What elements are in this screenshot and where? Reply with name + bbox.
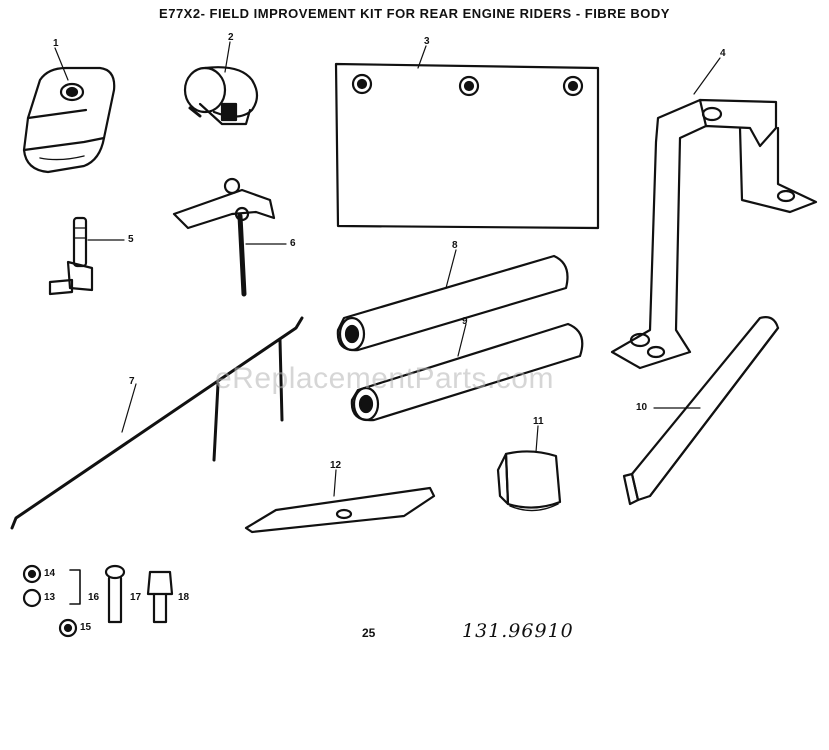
watermark-text: eReplacementParts.com <box>215 362 554 395</box>
callout-17: 17 <box>130 592 142 603</box>
part-11-sleeve <box>496 450 562 512</box>
part-6-hook <box>172 177 276 297</box>
callout-16: 16 <box>88 592 100 603</box>
part-12-blade <box>244 486 436 534</box>
callout-2: 2 <box>228 32 234 43</box>
diagram-title: E77X2- FIELD IMPROVEMENT KIT FOR REAR EN… <box>159 6 670 21</box>
part-7-rod <box>10 316 304 530</box>
part-10-channel <box>622 316 780 506</box>
part-4-bracket <box>610 98 818 370</box>
part-1-cap <box>22 66 116 174</box>
callout-9: 9 <box>462 316 468 327</box>
footer-part-number: 131.96910 <box>462 620 574 642</box>
callout-15: 15 <box>80 622 92 633</box>
callout-7: 7 <box>129 376 135 387</box>
callout-8: 8 <box>452 240 458 251</box>
hardware-small-parts <box>22 564 174 638</box>
callout-18: 18 <box>178 592 190 603</box>
callout-14: 14 <box>44 568 56 579</box>
callout-10: 10 <box>636 402 648 413</box>
callout-11: 11 <box>533 416 544 427</box>
callout-3: 3 <box>424 36 430 47</box>
callout-1: 1 <box>53 38 59 49</box>
footer-mark: 25 <box>362 626 376 640</box>
part-8-tube <box>336 254 569 352</box>
part-5-fitting <box>48 216 94 296</box>
part-9-tube <box>350 322 584 422</box>
callout-4: 4 <box>720 48 726 59</box>
callout-13: 13 <box>44 592 56 603</box>
callout-6: 6 <box>290 238 296 249</box>
part-3-panel <box>334 62 600 230</box>
callout-12: 12 <box>330 460 342 471</box>
part-2-clamp <box>183 66 259 126</box>
callout-5: 5 <box>128 234 134 245</box>
